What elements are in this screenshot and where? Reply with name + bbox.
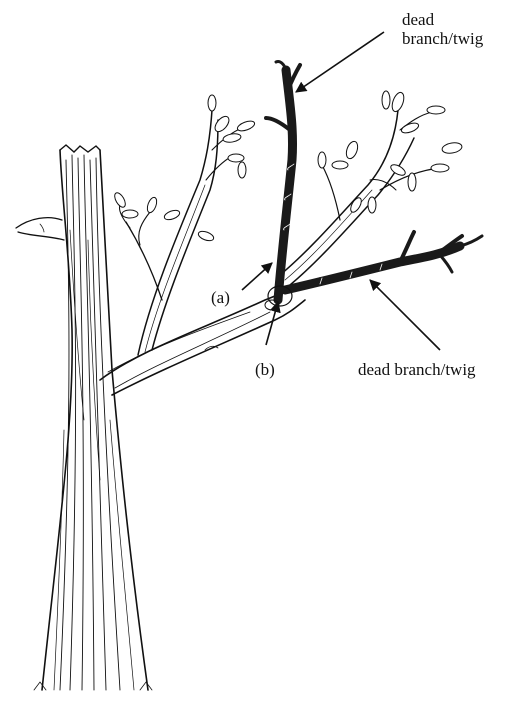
main-branch xyxy=(100,278,320,395)
dead-branch-right xyxy=(285,232,482,290)
label-b: (b) xyxy=(255,360,275,379)
arrow-dead-right xyxy=(370,280,440,350)
trunk xyxy=(16,145,152,690)
dead-branch-label-right: dead branch/twig xyxy=(358,360,476,379)
dead-top-line1: dead xyxy=(402,10,483,29)
label-a: (a) xyxy=(211,288,230,307)
arrow-a xyxy=(242,263,272,290)
arrow-dead-top xyxy=(296,32,384,92)
pointer-arrows xyxy=(242,32,440,350)
dead-branch-label-top: dead branch/twig xyxy=(402,10,483,48)
dead-top-line2: branch/twig xyxy=(402,29,483,48)
